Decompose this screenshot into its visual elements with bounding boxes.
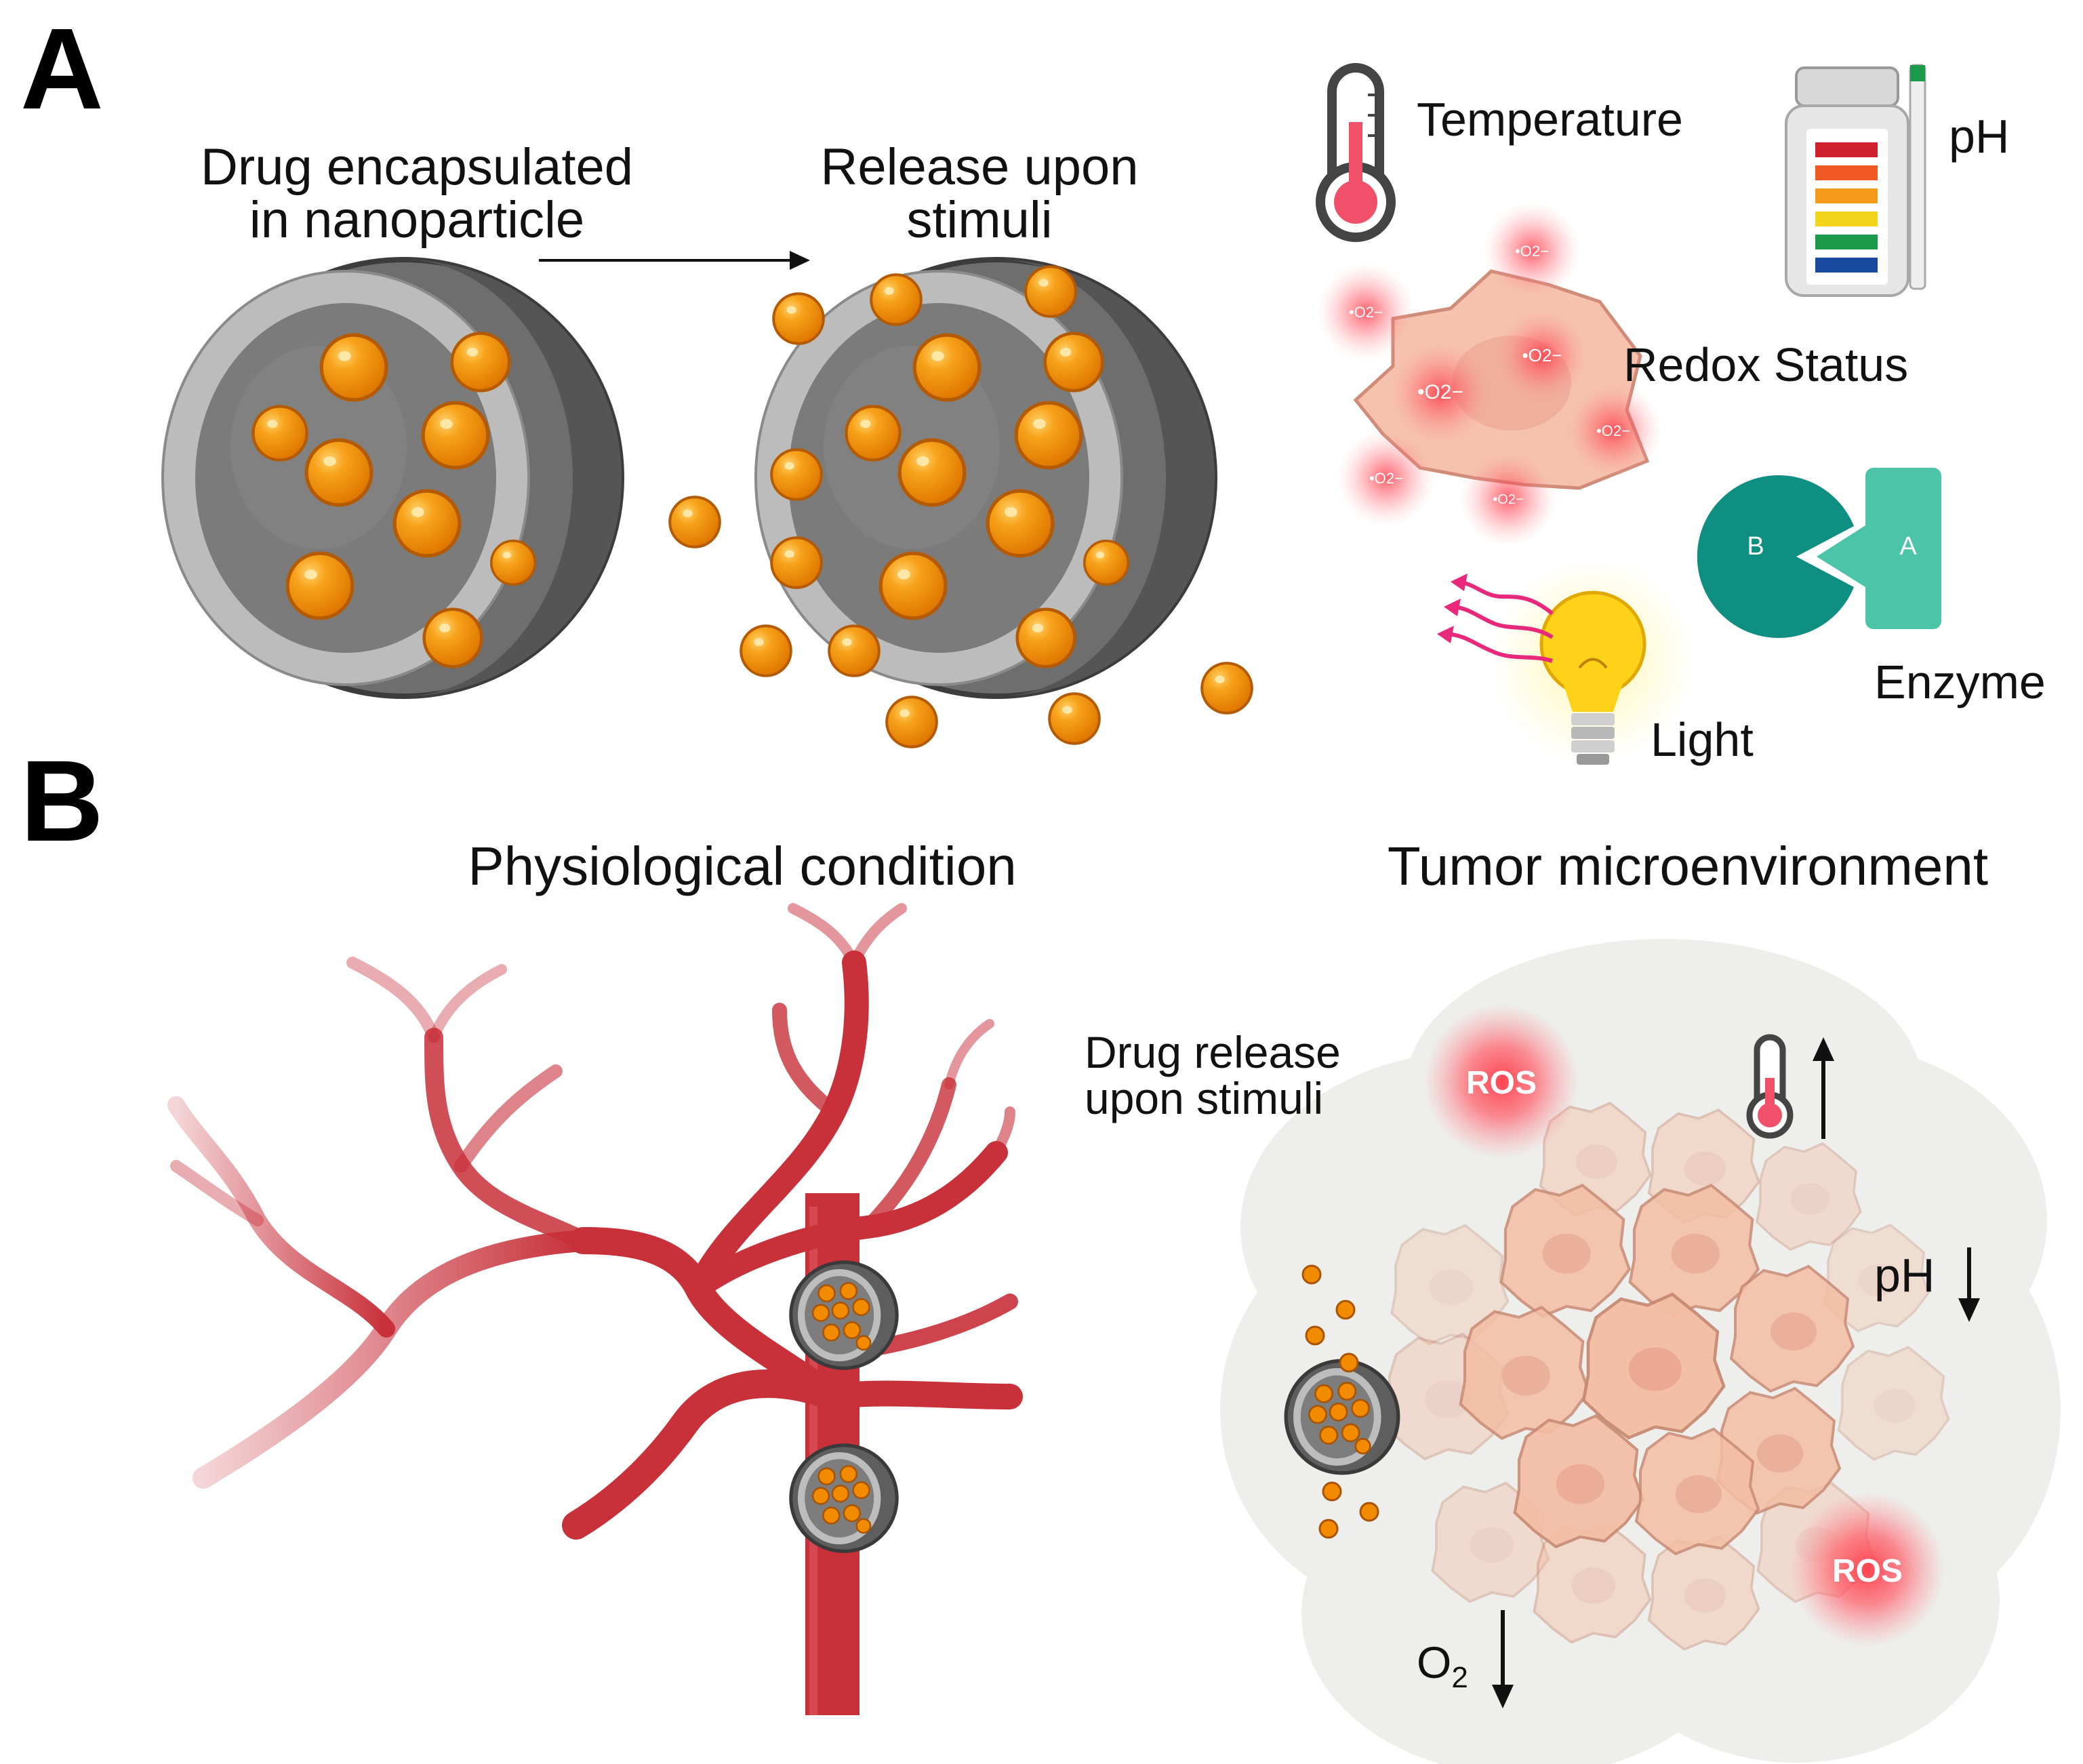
ph-decrease-arrow	[1958, 1247, 1980, 1322]
superoxide-labels: •O2− •O2− •O2− •O2− •O2− •O2− •O2−	[1349, 243, 1630, 507]
ph-label-b: pH	[1874, 1249, 1935, 1302]
thermometer-icon	[1316, 63, 1396, 242]
release-label-line2: stimuli	[906, 191, 1052, 249]
release-label-line1: Release upon	[820, 138, 1138, 196]
ros-glow-top	[1423, 1003, 1579, 1159]
svg-text:•O2−: •O2−	[1596, 422, 1630, 439]
light-wave-icons	[1437, 574, 1554, 663]
svg-text:•O2−: •O2−	[1493, 492, 1523, 507]
svg-text:•O2−: •O2−	[1515, 243, 1549, 260]
nanoparticle-in-vessel-lower	[791, 1445, 897, 1551]
ros-glow-bottom	[1789, 1491, 1945, 1647]
physiological-condition-title: Physiological condition	[468, 836, 1016, 896]
temperature-increase-arrow	[1813, 1037, 1834, 1139]
drug-release-label-line2: upon stimuli	[1085, 1073, 1323, 1123]
enzyme-part-b-label: B	[1747, 532, 1764, 561]
enzyme-part-a-label: A	[1899, 532, 1917, 561]
panel-letter-b: B	[20, 737, 104, 866]
oxygen-decrease-arrow	[1492, 1610, 1514, 1708]
tumor-microenvironment-title: Tumor microenvironment	[1388, 836, 1988, 896]
ros-label-top: ROS	[1466, 1065, 1537, 1101]
thermometer-small-icon	[1746, 1034, 1794, 1139]
oxygen-subscript: 2	[1451, 1661, 1468, 1694]
nanoparticle-in-vessel-upper	[791, 1262, 897, 1368]
encapsulated-label-line2: in nanoparticle	[249, 191, 584, 249]
ros-label-bottom: ROS	[1832, 1553, 1903, 1589]
release-arrow	[539, 251, 810, 270]
superoxide-spots	[1317, 202, 1662, 547]
nanoparticle-loaded	[161, 257, 624, 699]
panel-letter-a: A	[20, 5, 104, 134]
ph-label-a: pH	[1949, 110, 2009, 163]
temperature-label: Temperature	[1417, 93, 1683, 146]
drug-release-label-line1: Drug release	[1085, 1027, 1341, 1077]
svg-text:•O2−: •O2−	[1522, 345, 1562, 365]
svg-text:•O2−: •O2−	[1349, 304, 1383, 321]
redox-status-label: Redox Status	[1623, 338, 1908, 391]
enzyme-label: Enzyme	[1874, 656, 2046, 708]
nanoparticle-releasing	[754, 257, 1217, 699]
nanoparticle-in-tumor	[1286, 1361, 1398, 1473]
ph-test-strip-vial-icon	[1785, 64, 1926, 297]
tumor-released-drug-particles	[1301, 1264, 1379, 1539]
oxygen-label: O2	[1417, 1637, 1468, 1694]
light-label: Light	[1651, 713, 1754, 766]
svg-text:•O2−: •O2−	[1369, 470, 1403, 487]
svg-text:•O2−: •O2−	[1417, 381, 1463, 403]
enzyme-icon	[1697, 468, 1941, 638]
encapsulated-label-line1: Drug encapsulated	[201, 138, 633, 196]
light-bulb-icon	[1491, 559, 1695, 765]
